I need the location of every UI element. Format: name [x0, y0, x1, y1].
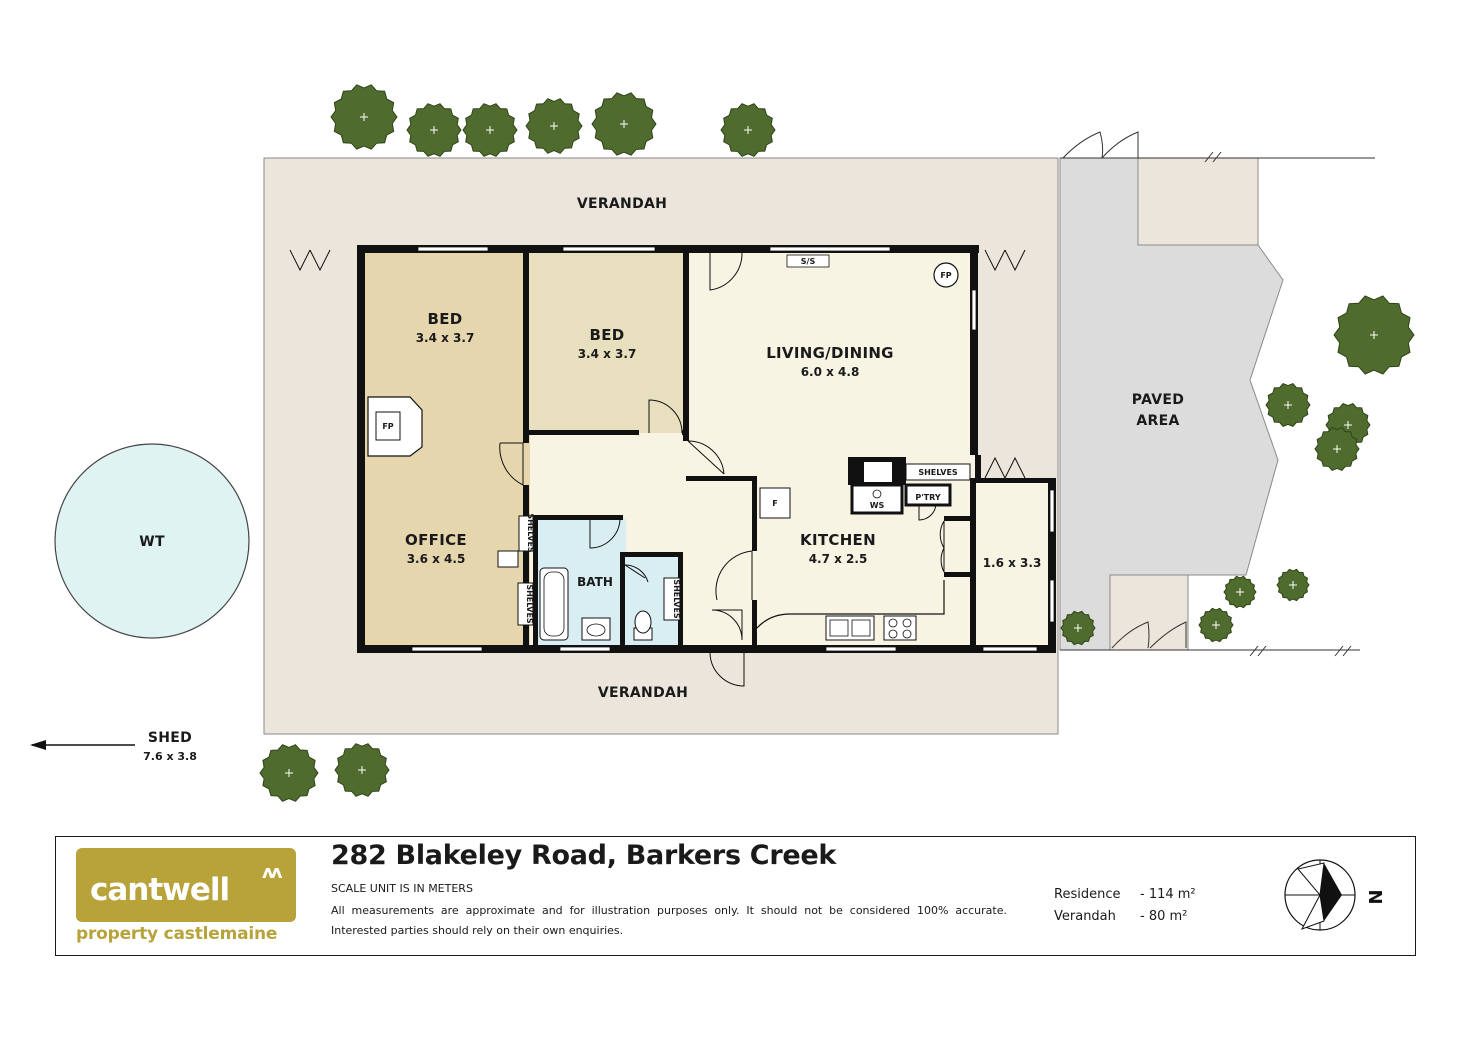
fp-living-label: FP: [940, 271, 951, 280]
kitchen-shelves: [905, 463, 971, 481]
bed2-dim: 3.4 x 3.7: [578, 347, 637, 361]
verandah-top-label: VERANDAH: [577, 196, 667, 212]
pantry-unit: [904, 483, 952, 507]
title-block: cantwell ʌʌ property castlemaine 282 Bla…: [55, 836, 1416, 956]
shelves-hall-label: SHELVES: [526, 513, 535, 553]
tree-icon: [1060, 610, 1096, 646]
trees: [259, 84, 1415, 802]
paved-step-top: [1137, 157, 1259, 246]
tree-icon: [1314, 427, 1360, 471]
office-name: OFFICE: [405, 531, 467, 549]
north-label: N: [1364, 889, 1385, 904]
north-compass-icon: N: [1284, 859, 1385, 931]
residence-value: - 114 m²: [1140, 887, 1196, 902]
living-dim: 6.0 x 4.8: [801, 365, 860, 379]
tree-icon: [1198, 607, 1234, 643]
logo-mark-icon: ʌʌ: [262, 862, 283, 883]
laundry-room: [976, 478, 1054, 646]
shed-dim: 7.6 x 3.8: [143, 750, 197, 763]
tree-icon: [334, 743, 390, 797]
shed-arrow-icon: [30, 740, 46, 750]
bath-name: BATH: [577, 575, 613, 589]
verandah-label: Verandah: [1054, 909, 1116, 924]
doors: [289, 249, 1026, 687]
tree-icon: [1223, 575, 1257, 609]
paved-label-line2: AREA: [1136, 413, 1179, 429]
verandah-area-row: Verandah - 80 m²: [1054, 909, 1187, 924]
shed-name: SHED: [148, 730, 192, 746]
tree-icon: [406, 103, 462, 157]
bed1-name: BED: [427, 310, 462, 328]
tree-icon: [259, 744, 319, 802]
disclaimer: All measurements are approximate and for…: [331, 904, 1007, 937]
bed2-name: BED: [589, 326, 624, 344]
shelves-kitchen-label: SHELVES: [918, 468, 958, 477]
water-tank: [54, 443, 250, 639]
ss-unit: [786, 254, 830, 268]
tree-icon: [1265, 383, 1311, 427]
tree-icon: [1333, 295, 1415, 375]
bed1-dim: 3.4 x 3.7: [416, 331, 475, 345]
kitchen-dim: 4.7 x 2.5: [809, 552, 868, 566]
office-shelves: [517, 582, 534, 626]
shelves-bath-label: SHELVES: [672, 579, 681, 619]
residence-label: Residence: [1054, 887, 1121, 902]
tree-icon: [462, 103, 518, 157]
fridge: [759, 487, 791, 519]
verandah-bottom-label: VERANDAH: [598, 685, 688, 701]
living-dining-room: [688, 250, 976, 646]
living-fireplace: [933, 262, 959, 288]
bath-shelves: [663, 577, 681, 621]
pantry-label: P'TRY: [915, 493, 940, 502]
ss-label: S/S: [801, 257, 816, 266]
water-tank-label: WT: [139, 534, 165, 550]
windows: [411, 246, 1055, 652]
paved-label-line1: PAVED: [1132, 392, 1184, 408]
kitchen-name: KITCHEN: [800, 531, 876, 549]
kitchen-counter: [756, 580, 945, 629]
agency-logo: cantwell ʌʌ: [76, 848, 296, 922]
tree-icon: [591, 92, 657, 156]
tree-icon: [1276, 568, 1310, 602]
gate-top: [1062, 131, 1139, 159]
tree-icon: [330, 84, 398, 150]
gate-bottom: [1111, 621, 1187, 649]
living-name: LIVING/DINING: [766, 344, 894, 362]
tree-icon: [720, 103, 776, 157]
fp-office-label: FP: [382, 422, 393, 431]
scale-note: SCALE UNIT IS IN METERS: [331, 882, 473, 895]
logo-subtitle: property castlemaine: [76, 924, 278, 944]
laundry-dim: 1.6 x 3.3: [983, 556, 1042, 570]
residence-area: Residence - 114 m²: [1054, 887, 1196, 902]
office-dim: 3.6 x 4.5: [407, 552, 466, 566]
tree-icon: [525, 98, 583, 154]
fridge-label: F: [772, 499, 777, 508]
cooktop: [883, 615, 917, 641]
ws-label: WS: [870, 501, 885, 510]
hall-shelves: [518, 515, 534, 552]
verandah-value: - 80 m²: [1140, 909, 1188, 924]
property-address: 282 Blakeley Road, Barkers Creek: [331, 840, 837, 871]
shelves-office-label: SHELVES: [525, 584, 534, 624]
logo-word: cantwell: [90, 872, 230, 908]
floor-plan: FP FP S/S SHELVES WS P'TRY F SHELVES SHE…: [30, 84, 1415, 802]
